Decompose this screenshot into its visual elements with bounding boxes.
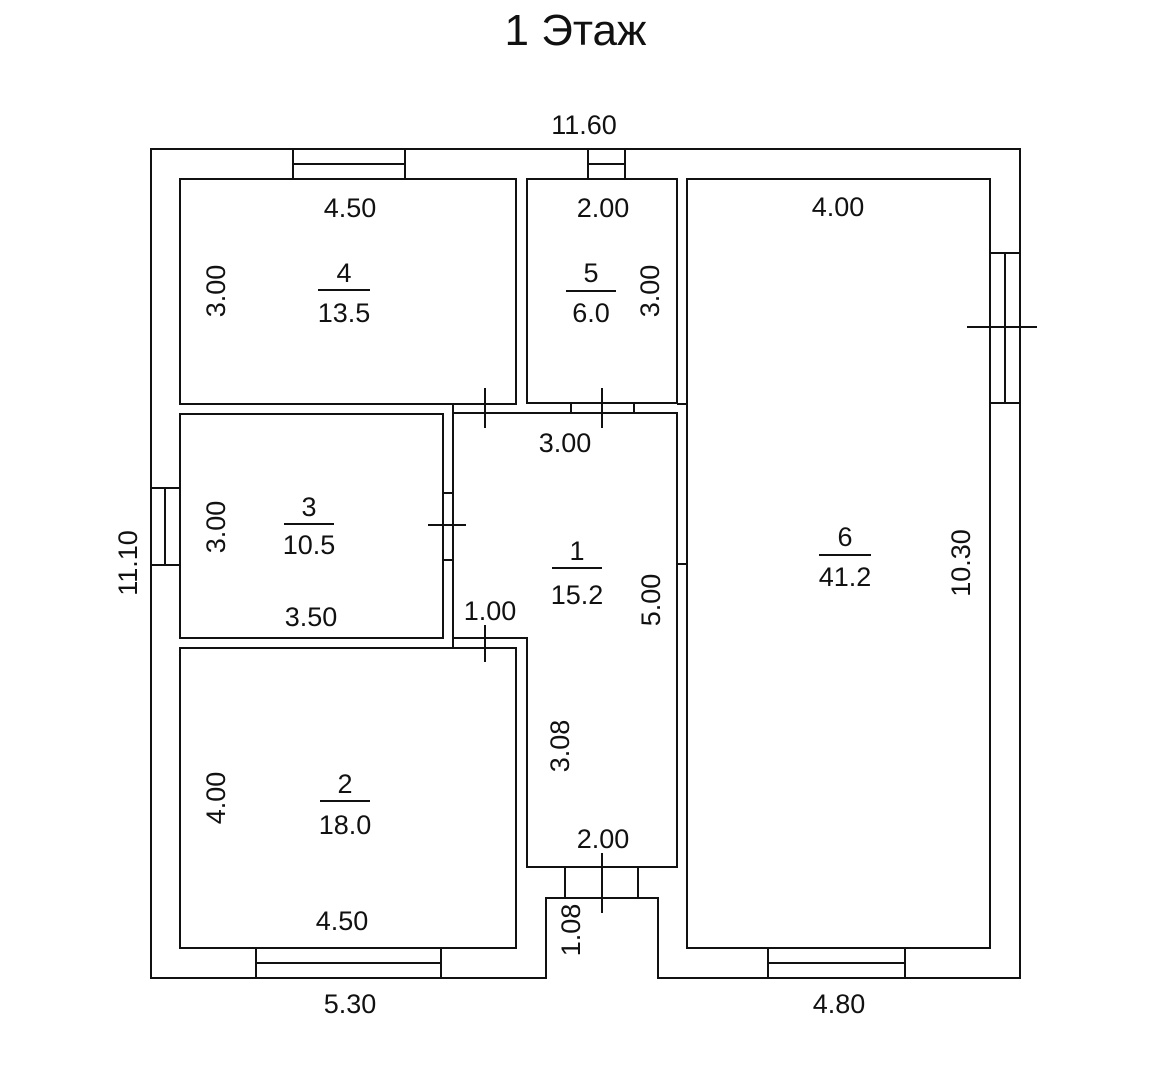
room-5-area: 6.0 [572,298,610,328]
room-3-area: 10.5 [283,530,336,560]
room-1-lower-width: 2.00 [577,824,630,854]
room-1-lower-height: 3.08 [545,720,575,773]
room-3-height: 3.00 [201,501,231,554]
room-2-width: 4.50 [316,906,369,936]
room-2-height: 4.00 [201,772,231,825]
room-1-width: 3.00 [539,428,592,458]
dim-entrance: 1.08 [556,904,586,957]
windows [150,148,1021,979]
room-6-number: 6 [837,522,852,552]
room-4-width: 4.50 [324,193,377,223]
room-3-number: 3 [301,492,316,522]
room-1-area: 15.2 [551,580,604,610]
room-6-width: 4.00 [812,192,865,222]
room-1-outline [452,412,678,868]
dim-overall-top: 11.60 [551,110,617,140]
room-1-height: 5.00 [636,574,666,627]
dim-overall-left: 11.10 [113,530,143,596]
doors [428,326,1037,913]
room-5-height: 3.00 [635,265,665,318]
dim-bottom-left: 5.30 [324,989,377,1019]
room-2-area: 18.0 [319,810,372,840]
room-3-width: 3.50 [285,602,338,632]
room-6-area: 41.2 [819,562,872,592]
room-1-offset: 1.00 [464,596,517,626]
room-4-number: 4 [336,258,351,288]
room-5-width: 2.00 [577,193,630,223]
room-6-height: 10.30 [946,529,976,597]
room-1-number: 1 [569,536,584,566]
room-4-height: 3.00 [201,265,231,318]
room-4-area: 13.5 [318,298,371,328]
floor-title: 1 Этаж [504,6,647,55]
dim-bottom-right: 4.80 [813,989,866,1019]
room-5-number: 5 [583,258,598,288]
room-2-number: 2 [337,769,352,799]
